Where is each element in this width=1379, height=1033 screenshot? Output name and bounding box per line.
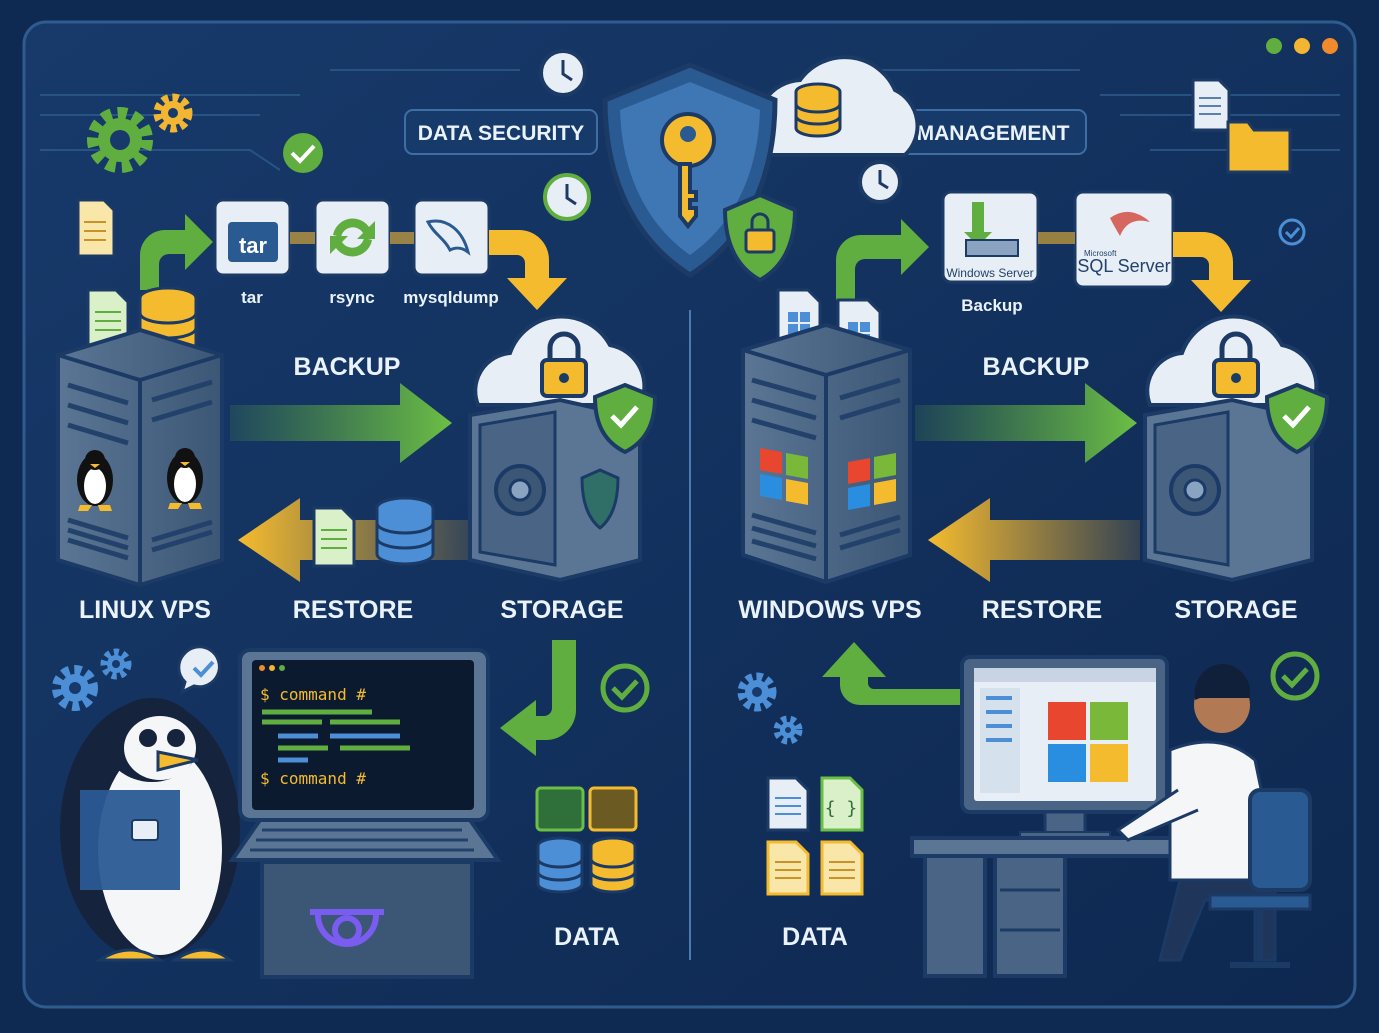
restore-arrow-icon xyxy=(928,498,1140,582)
window-dot-orange-icon xyxy=(1322,38,1338,54)
sql-microsoft-text: Microsoft xyxy=(1084,249,1117,258)
dolphin-icon xyxy=(425,219,471,256)
sql-server-icon xyxy=(1110,211,1150,236)
tar-icon-text: tar xyxy=(239,233,268,258)
windows-backup-tool-label: Backup xyxy=(961,296,1022,315)
data-security-label: DATA SECURITY xyxy=(418,122,584,145)
backup-arrow-icon xyxy=(230,383,452,463)
management-pill: MANAGEMENT xyxy=(899,109,1087,155)
chat-check-icon xyxy=(177,645,221,695)
windows-data-label: DATA xyxy=(782,923,848,951)
lock-shield-icon xyxy=(722,192,798,283)
rsync-label: rsync xyxy=(329,288,374,307)
penguin-icon xyxy=(167,448,203,509)
chair-icon xyxy=(1248,788,1312,892)
data-security-pill: DATA SECURITY xyxy=(404,109,598,155)
document-icon xyxy=(766,840,810,896)
check-icon xyxy=(1270,651,1320,701)
sync-icon xyxy=(333,218,375,239)
penguin-mascot-icon xyxy=(60,698,240,962)
safe-icon xyxy=(1143,397,1314,583)
shield-check-icon xyxy=(1264,382,1330,455)
database-icon xyxy=(536,836,584,894)
linux-data-icons xyxy=(535,786,638,894)
yellow-arrow-icon xyxy=(1173,232,1251,312)
document-icon xyxy=(820,840,864,896)
database-icon xyxy=(375,496,435,566)
sql-server-tool: Microsoft SQL Server xyxy=(1073,190,1175,289)
yellow-arrow-icon xyxy=(489,230,567,310)
management-label: MANAGEMENT xyxy=(917,122,1070,145)
brand-logo-icon xyxy=(310,909,384,947)
terminal-line-2: $ command # xyxy=(260,769,366,788)
linux-restore-label: RESTORE xyxy=(293,596,413,624)
document-icon xyxy=(1191,78,1231,132)
penguin-icon xyxy=(77,450,113,511)
linux-server xyxy=(56,327,224,588)
document-icon xyxy=(86,288,130,350)
document-icon xyxy=(76,198,116,258)
linux-vps-label: LINUX VPS xyxy=(79,596,211,624)
windows-backup-label: BACKUP xyxy=(983,353,1090,381)
windows-data-icons: { } xyxy=(766,776,864,896)
folder-icon xyxy=(1226,120,1292,174)
svg-text:{ }: { } xyxy=(825,798,858,819)
key-icon xyxy=(660,112,716,230)
code-file-icon: { } xyxy=(820,776,864,832)
windows-vps-label: WINDOWS VPS xyxy=(738,596,921,624)
document-icon xyxy=(312,506,356,568)
mysqldump-label: mysqldump xyxy=(403,288,498,307)
gear-icon xyxy=(737,672,777,712)
lock-icon xyxy=(540,331,588,398)
check-icon xyxy=(1278,218,1306,246)
safe-icon xyxy=(468,397,642,583)
green-arrow-icon xyxy=(500,640,576,756)
windows-logo-icon xyxy=(760,448,808,505)
tar-tool: tar tar xyxy=(213,198,292,307)
check-icon xyxy=(600,663,650,713)
clock-icon xyxy=(858,160,902,204)
document-icon xyxy=(766,776,810,832)
gear-icon xyxy=(100,648,132,680)
linux-backup-label: BACKUP xyxy=(294,353,401,381)
gear-icon xyxy=(87,107,153,173)
person-icon xyxy=(1115,663,1312,968)
mysqldump-tool: mysqldump xyxy=(403,198,499,307)
linux-data-label: DATA xyxy=(554,923,620,951)
windows-logo-icon xyxy=(848,453,896,510)
check-icon xyxy=(283,133,323,173)
shield-check-icon xyxy=(592,382,658,455)
backup-arrow-icon xyxy=(915,383,1137,463)
sql-server-icon-text: SQL Server xyxy=(1077,256,1170,276)
windows-storage-label: STORAGE xyxy=(1174,596,1297,624)
gear-icon xyxy=(153,93,193,133)
clock-icon xyxy=(539,49,587,97)
gear-icon xyxy=(52,665,98,711)
download-arrow-icon xyxy=(964,202,992,246)
gear-icon xyxy=(773,715,803,745)
terminal-computer: $ command # $ command # xyxy=(228,648,502,979)
green-arrow-icon xyxy=(822,642,960,705)
lock-icon xyxy=(1212,331,1260,398)
database-icon xyxy=(589,836,637,894)
green-arrow-icon xyxy=(140,214,213,290)
windows-logo-icon xyxy=(1048,702,1128,782)
terminal-line-1: $ command # xyxy=(260,685,366,704)
window-dot-yellow-icon xyxy=(1294,38,1310,54)
window-dot-green-icon xyxy=(1266,38,1282,54)
database-icon xyxy=(794,82,842,138)
windows-restore-label: RESTORE xyxy=(982,596,1102,624)
windows-server-icon-text: Windows Server xyxy=(946,266,1033,280)
windows-server xyxy=(741,322,912,585)
linux-storage-label: STORAGE xyxy=(500,596,623,624)
green-arrow-icon xyxy=(836,219,929,300)
clock-icon xyxy=(543,173,591,221)
tar-label: tar xyxy=(241,288,263,307)
